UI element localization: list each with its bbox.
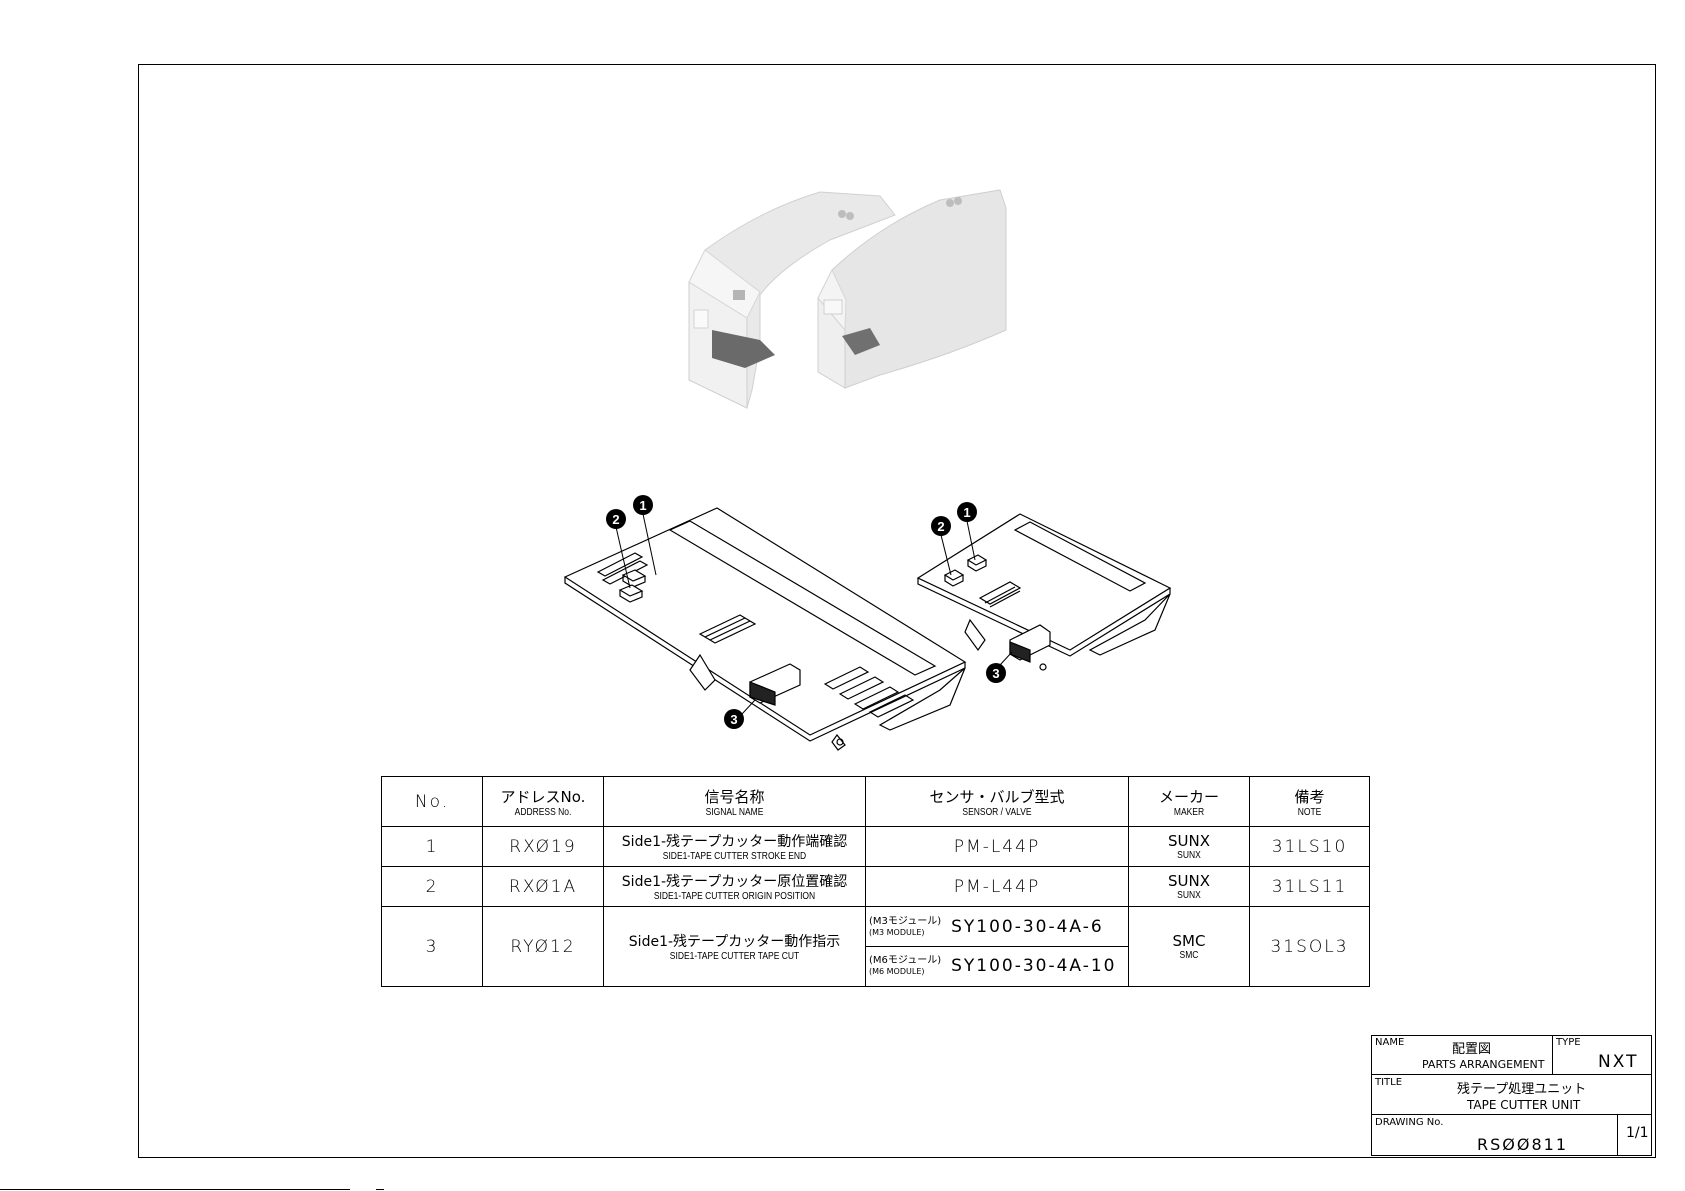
row-no: 2 [425, 876, 439, 897]
row-address: RXØ19 [509, 836, 577, 857]
callout-2-right [931, 516, 951, 536]
row-maker: SUNX [1168, 832, 1210, 850]
callout-3-right-label: 3 [992, 666, 999, 681]
name-cell: NAME 配置図 PARTS ARRANGEMENT [1371, 1035, 1553, 1075]
row-signal-en: SIDE1-TAPE CUTTER STROKE END [662, 851, 807, 862]
row-maker-sub: SUNX [1177, 890, 1201, 901]
callout-3-right [986, 663, 1006, 683]
header-address: アドレスNo.ADDRESS No. [482, 776, 604, 827]
short-plate-illustration [916, 513, 1172, 671]
bottom-tick [376, 1189, 384, 1190]
row-signal-jp: Side1-残テープカッター動作端確認 [621, 834, 848, 850]
long-plate-illustration [563, 507, 967, 751]
callout-leaders [615, 513, 1013, 715]
row-maker-sub: SMC [1179, 950, 1199, 961]
row-note: 31LS10 [1271, 836, 1348, 857]
callout-1-right [957, 502, 977, 522]
row-note: 31SOL3 [1270, 936, 1349, 957]
callout-markers: 1 2 3 1 2 3 [606, 495, 1006, 729]
callout-3-left [724, 709, 744, 729]
row-address: RXØ1A [508, 876, 578, 897]
callout-1-left [633, 495, 653, 515]
row-no: 1 [425, 836, 439, 857]
callout-2-left [606, 509, 626, 529]
row-maker: SUNX [1168, 872, 1210, 890]
valve-m6: (M6モジュール)(M6 MODULE) SY100-30-4A-10 [869, 955, 1117, 976]
row-signal-en: SIDE1-TAPE CUTTER TAPE CUT [669, 951, 800, 962]
callout-3-left-label: 3 [730, 712, 737, 727]
drawing-no-cell: DRAWING No. RSØØ811 1/1 [1371, 1114, 1652, 1156]
type-cell: TYPE NXT [1552, 1035, 1652, 1075]
row-signal-jp: Side1-残テープカッター動作指示 [628, 934, 841, 950]
row-signal-en: SIDE1-TAPE CUTTER ORIGIN POSITION [653, 891, 816, 902]
callout-2-right-label: 2 [937, 519, 944, 534]
sheet-cell: 1/1 [1617, 1115, 1652, 1155]
callout-2-left-label: 2 [612, 512, 619, 527]
callout-1-right-label: 1 [963, 505, 970, 520]
row-maker: SMC [1172, 932, 1206, 950]
row-no: 3 [425, 936, 439, 957]
callout-1-left-label: 1 [639, 498, 646, 513]
row-signal-jp: Side1-残テープカッター原位置確認 [621, 874, 848, 890]
bottom-rule [0, 1189, 350, 1190]
drawing-frame [138, 64, 1656, 1158]
row-sensor: PM-L44P [953, 876, 1041, 897]
header-no: No. [381, 776, 483, 827]
row-address: RYØ12 [510, 936, 576, 957]
title-block: NAME 配置図 PARTS ARRANGEMENT TYPE NXT TITL… [1371, 1035, 1652, 1156]
row-maker-sub: SUNX [1177, 850, 1201, 861]
cutter-cover-illustration [688, 189, 1007, 409]
title-cell: TITLE 残テープ処理ユニット TAPE CUTTER UNIT [1371, 1074, 1652, 1115]
row-sensor: PM-L44P [953, 836, 1041, 857]
valve-m3: (M3モジュール)(M3 MODULE) SY100-30-4A-6 [866, 908, 1128, 947]
row-note: 31LS11 [1271, 876, 1348, 897]
